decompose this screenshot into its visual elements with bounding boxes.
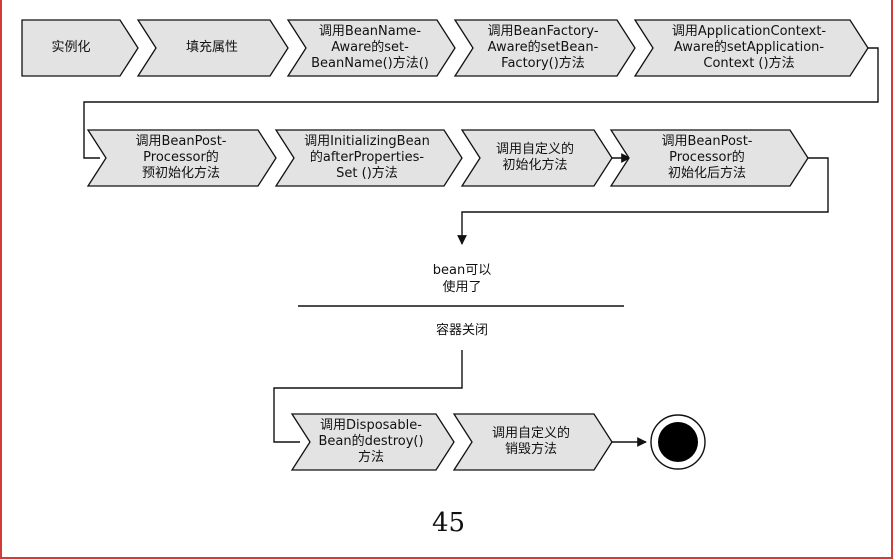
step-shape-beanname-aware	[286, 19, 456, 77]
step-shape-applicationcontext-aware	[633, 19, 869, 77]
step-shape-bpp-before-init	[86, 129, 277, 187]
step-label-populate-properties: 填充属性	[185, 40, 238, 55]
step-shape-populate-properties	[136, 19, 289, 77]
step-label-custom-destroy: 调用自定义的 销毁方法	[491, 426, 570, 457]
step-label-instantiate: 实例化	[51, 40, 91, 55]
step-shape-bpp-after-init	[609, 129, 809, 187]
final-state-icon	[650, 414, 706, 470]
step-label-beanfactory-aware: 调用BeanFactory- Aware的setBean- Factory()方…	[487, 24, 599, 71]
step-label-applicationcontext-aware: 调用ApplicationContext- Aware的setApplicati…	[671, 24, 827, 71]
step-label-initializing-bean: 调用InitializingBean 的afterProperties- Set…	[304, 134, 430, 181]
page-number: 45	[431, 508, 466, 538]
container-close-text: 容器关闭	[435, 323, 488, 338]
step-label-bpp-before-init: 调用BeanPost- Processor的 预初始化方法	[135, 134, 227, 181]
step-shape-custom-destroy	[452, 413, 613, 471]
step-shape-disposable-bean	[290, 413, 455, 471]
step-label-beanname-aware: 调用BeanName- Aware的set- BeanName()方法()	[311, 24, 429, 71]
connector-row1-row2	[83, 47, 879, 159]
lifecycle-diagram	[21, 19, 879, 471]
step-shape-custom-init	[460, 129, 613, 187]
step-shape-instantiate	[21, 19, 139, 77]
step-label-custom-init: 调用自定义的 初始化方法	[495, 142, 574, 173]
step-label-bpp-after-init: 调用BeanPost- Processor的 初始化后方法	[661, 134, 753, 181]
bean-ready-text: bean可以 使用了	[432, 263, 492, 295]
step-label-disposable-bean: 调用Disposable- Bean的destroy() 方法	[318, 418, 424, 465]
connector-row2-ready	[457, 157, 829, 245]
step-shape-beanfactory-aware	[453, 19, 636, 77]
connector-close-destroy	[273, 350, 463, 443]
step-shape-initializing-bean	[274, 129, 463, 187]
